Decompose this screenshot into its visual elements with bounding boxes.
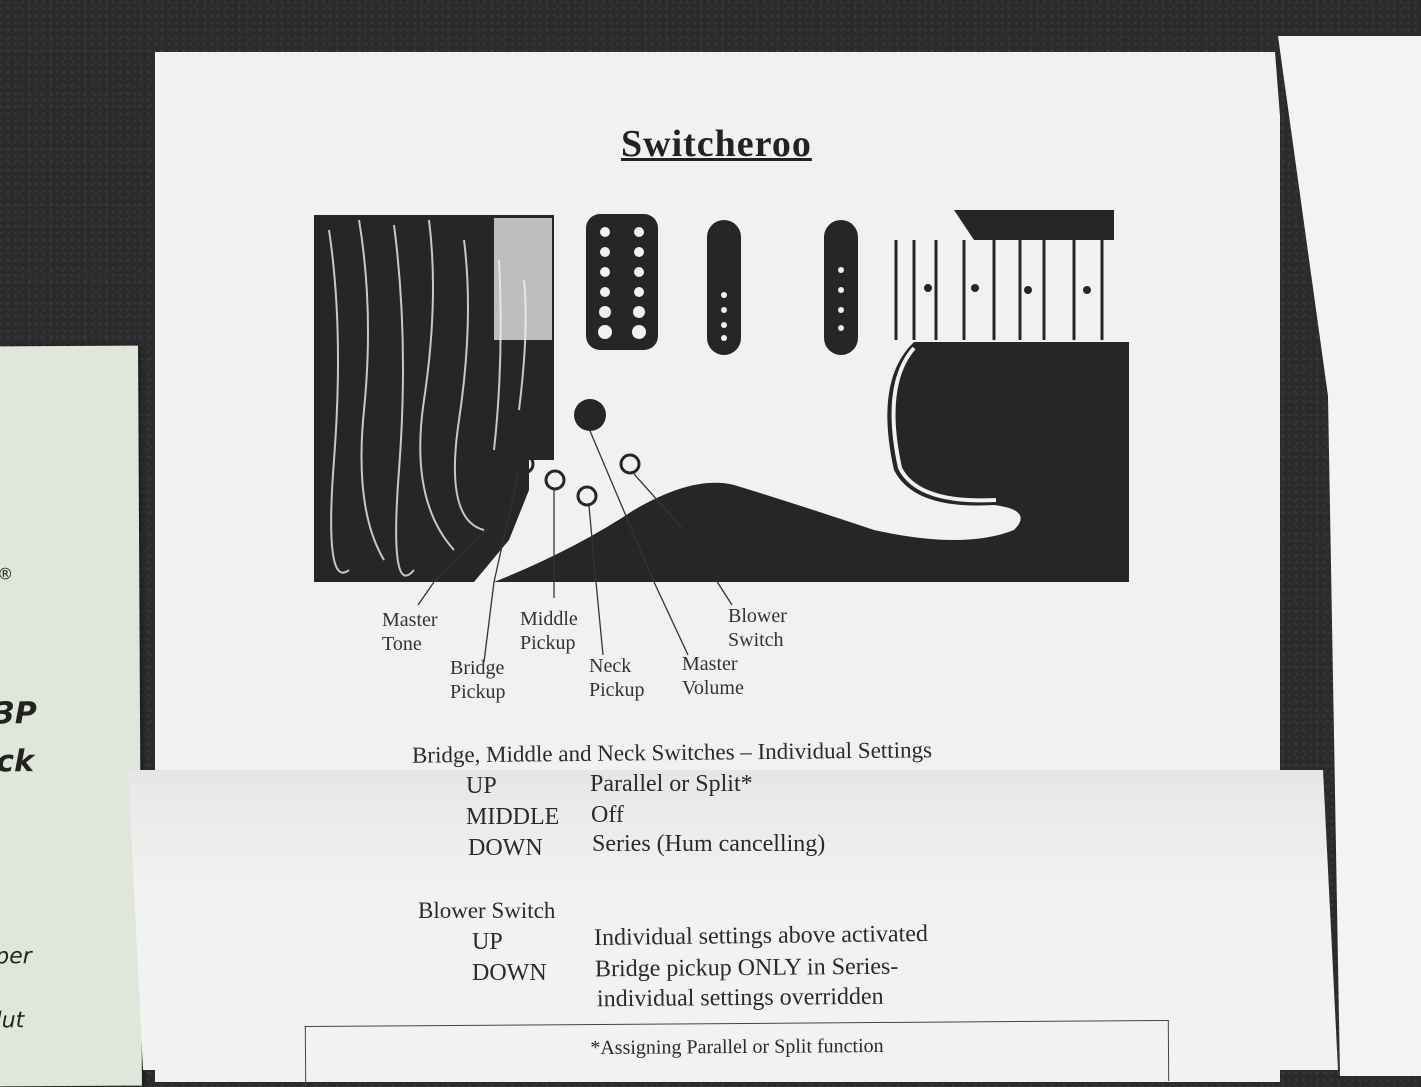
green-instruction-card: ® 3P ck per lut <box>0 345 142 1087</box>
individual-value-middle: Off <box>591 802 624 828</box>
label-master-volume: Master Volume <box>682 653 744 699</box>
label-leader-lines <box>433 430 685 582</box>
blower-value-up: Individual settings above activated <box>593 920 929 952</box>
label-master-tone: Master Tone <box>382 609 438 655</box>
neck-single-coil-pickup <box>824 220 858 355</box>
individual-key-down: DOWN <box>468 835 543 861</box>
blower-key-up: UP <box>472 929 503 955</box>
footnote-text: *Assigning Parallel or Split function <box>590 1034 884 1060</box>
individual-key-middle: MIDDLE <box>466 804 560 830</box>
registered-mark: ® <box>0 564 14 584</box>
guitar-wiring-diagram <box>314 210 1129 582</box>
label-blower-switch: Blower Switch <box>728 605 787 651</box>
individual-value-up: Parallel or Split* <box>590 771 753 797</box>
card-text-per: per <box>0 944 32 970</box>
label-middle-pickup: Middle Pickup <box>520 608 578 654</box>
card-text-3p: 3P <box>0 696 37 732</box>
blower-switch-heading: Blower Switch <box>418 898 556 923</box>
guitar-neck-frets <box>894 210 1114 340</box>
sheet-fold-lower <box>128 770 1338 1070</box>
label-bridge-pickup: Bridge Pickup <box>450 657 506 703</box>
footnote-box: *Assigning Parallel or Split function <box>304 1019 1170 1087</box>
individual-key-up: UP <box>466 773 497 799</box>
individual-value-down: Series (Hum cancelling) <box>592 831 826 857</box>
individual-settings-heading: Bridge, Middle and Neck Switches – Indiv… <box>411 737 933 768</box>
blower-value-down: Bridge pickup ONLY in Series- <box>594 953 899 983</box>
blower-key-down: DOWN <box>472 960 547 986</box>
card-text-ck: ck <box>0 744 35 780</box>
card-text-lut: lut <box>0 1008 25 1034</box>
blower-value-down-cont: individual settings overridden <box>596 983 884 1013</box>
middle-single-coil-pickup <box>707 220 741 355</box>
bridge-humbucker-pickup <box>586 214 658 350</box>
guitar-lower-body <box>494 342 1129 582</box>
page-title: Switcheroo <box>621 123 812 165</box>
guitar-body-wood-grain <box>314 215 554 582</box>
label-neck-pickup: Neck Pickup <box>589 655 645 701</box>
